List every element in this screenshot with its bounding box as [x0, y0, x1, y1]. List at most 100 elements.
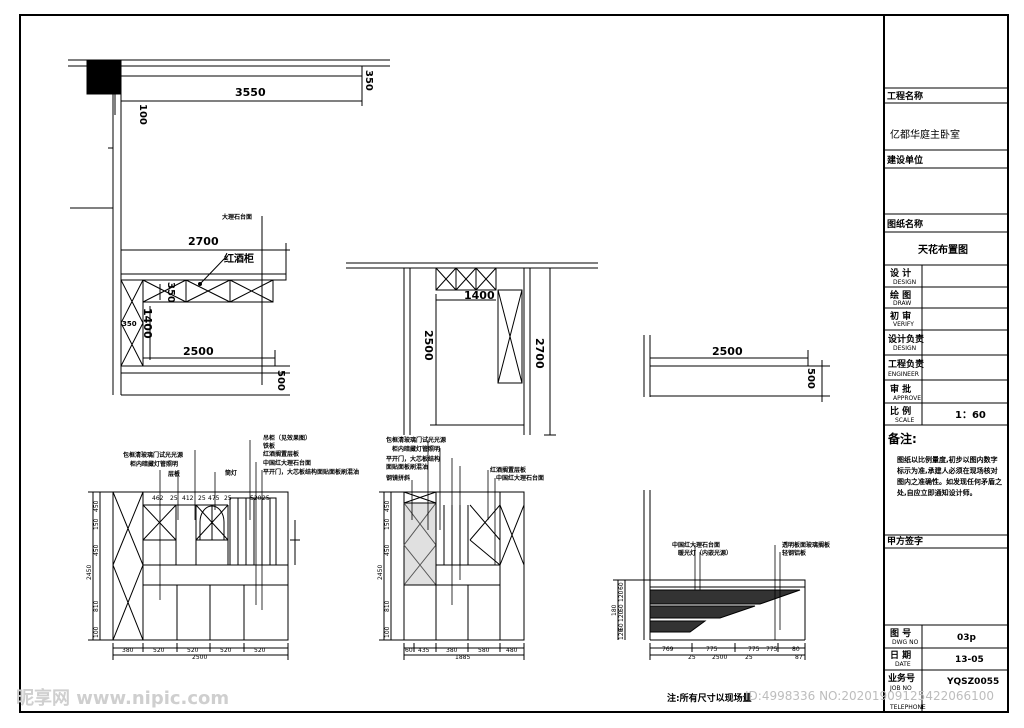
- elev-mid-side-dim-2: 450: [384, 544, 391, 556]
- elevation-middle-bottom-dims: 60 435 380 580 480 1885: [405, 647, 518, 661]
- elev-left-note-r2: 红酒搁置层板: [263, 450, 300, 458]
- elev-right-side-dim-4: 120: [618, 610, 625, 622]
- project-name-value: 亿都华庭主卧室: [890, 128, 960, 141]
- elev-mid-side-dim-5: 100: [384, 626, 391, 638]
- footer-note: 注:所有尺寸以现场量: [667, 694, 752, 704]
- elev-mid-bottom-dim-1: 435: [418, 647, 430, 654]
- elev-right-note-0: 中国红大理石台面: [672, 541, 720, 549]
- role-design-en: DESIGN: [893, 279, 916, 286]
- elev-left-note-1: 柜内暗藏灯管照明: [129, 460, 178, 468]
- elev-left-top-dim-3: 25: [198, 495, 206, 502]
- elev-left-side-dim-1: 150: [93, 518, 100, 530]
- elev-left-side-dim-4: 810: [93, 600, 100, 612]
- elevation-right: [613, 490, 806, 660]
- elev-mid-bottom-dim-0: 60: [405, 647, 413, 654]
- elev-right-note-3: 轻钢铝板: [782, 549, 807, 557]
- plan-middle: [346, 262, 598, 436]
- plan-mid-dim-2700: 2700: [533, 338, 546, 369]
- scale-label-cn: 比 例: [890, 405, 911, 417]
- elev-mid-side-dim-0: 450: [384, 500, 391, 512]
- elevation-right-notes: 中国红大理石台面 暖光灯（内嵌光源） 透明板面玻璃搁板 轻钢铝板: [672, 541, 831, 557]
- elev-left-top-dim-4: 475: [208, 495, 220, 502]
- watermark-right: ID:4998336 NO:20201909125422066100: [745, 689, 995, 703]
- elevation-middle-side-dims: 450 150 450 2450 810 100: [377, 500, 391, 638]
- elev-right-side-dim-5: 60: [618, 623, 625, 631]
- elevation-left-leaders: [159, 440, 263, 610]
- drawing-name-value: 天花布置图: [918, 243, 968, 256]
- elev-left-top-dim-5: 25: [224, 495, 232, 502]
- plan-top-dim-350-side: 350: [122, 320, 137, 328]
- role-engineer-cn: 工程负责: [888, 358, 924, 370]
- elevation-left-notes-right: 吊柜（见效果图） 铁板 红酒搁置层板 中国红大理石台面 平开门，大芯板结构面贴面…: [263, 434, 359, 476]
- elev-mid-side-dim-1: 150: [384, 518, 391, 530]
- elev-left-top-dim-7: 25: [262, 495, 270, 502]
- elev-mid-note-3: 面贴面板刷混油: [386, 463, 428, 471]
- role-design-cn: 设 计: [890, 267, 911, 279]
- role-draw-cn: 绘 图: [890, 289, 911, 301]
- project-name-label: 工程名称: [887, 90, 923, 102]
- elev-right-side-dim-0: 180: [611, 604, 618, 616]
- elev-right-side-dim-3: 60: [618, 604, 625, 612]
- plan-right: [643, 335, 830, 402]
- date-en: DATE: [895, 661, 911, 668]
- sheet-border: [19, 14, 1009, 713]
- elev-left-note-0: 包框清玻璃门试光光源: [123, 451, 183, 459]
- elev-right-bottom-dim-3: 775: [766, 646, 778, 653]
- elevation-middle-leaders: [411, 440, 496, 605]
- elev-left-note-r1: 铁板: [263, 442, 276, 450]
- elev-right-sub-dim-3: 87: [795, 654, 803, 661]
- title-block: [884, 87, 1008, 712]
- dwg-no-value: 03p: [957, 633, 977, 643]
- plan-top-dim-350: 350: [363, 70, 374, 91]
- elevation-left-bottom-dims: 380 520 520 520 520 2500: [122, 647, 266, 661]
- job-no-value: YQSZ0055: [946, 677, 999, 687]
- elev-left-bottom-dim-3: 520: [220, 647, 232, 654]
- elev-right-sub-dim-1: 2500: [712, 654, 727, 661]
- elev-right-sub-dim-2: 25: [745, 654, 753, 661]
- job-no-cn: 业务号: [888, 672, 915, 684]
- scale-label-en: SCALE: [895, 417, 914, 424]
- plan-top-dim-2700: 2700: [188, 235, 219, 248]
- label-wine-cabinet: 红酒柜: [224, 252, 254, 265]
- plan-mid-dim-2500: 2500: [422, 330, 435, 361]
- elev-left-side-dim-5: 100: [93, 626, 100, 638]
- elev-left-note-2: 层板: [168, 470, 181, 478]
- remarks-box: 图纸以比例量度,初步以图内数字标示为准,承建人必须在现场核对图内之准确性。如发现…: [897, 456, 1002, 497]
- elev-mid-note-r1: 中国红大理石台面: [496, 474, 544, 482]
- plan-top-left: [68, 59, 390, 396]
- elevation-right-side-dims: 180 60 120 60 120 60 120: [611, 582, 625, 640]
- plan-right-dim-2500: 2500: [712, 345, 743, 358]
- scale-value: 1：60: [955, 410, 986, 421]
- role-draw-en: DRAW: [893, 300, 911, 307]
- date-cn: 日 期: [890, 649, 911, 661]
- role-approve-en: APPROVE: [893, 395, 921, 402]
- elev-left-total-dim: 2500: [192, 654, 207, 661]
- elev-left-bottom-dim-1: 520: [153, 647, 165, 654]
- elev-left-bottom-dim-2: 520: [187, 647, 199, 654]
- elevation-right-leaders: [694, 545, 781, 640]
- elev-right-bottom-dim-1: 775: [706, 646, 718, 653]
- client-label: 建设单位: [887, 154, 923, 166]
- elev-left-top-dim-6: 520: [250, 495, 262, 502]
- plan-top-dim-500: 500: [275, 370, 286, 391]
- dwg-no-cn: 图 号: [890, 628, 911, 639]
- role-rows: 设 计 DESIGN 绘 图 DRAW 初 审 VERIFY 设计负责 DESI…: [888, 267, 924, 402]
- wine-cabinet-leader: [199, 257, 226, 285]
- elev-mid-note-1: 柜内暗藏灯管照明: [391, 445, 440, 453]
- elevation-left: [88, 491, 300, 660]
- elev-mid-bottom-dim-2: 380: [446, 647, 458, 654]
- drawing-name-label: 图纸名称: [887, 218, 923, 230]
- elevation-middle-notes-right: 红酒搁置层板 中国红大理石台面: [490, 466, 544, 482]
- elev-mid-note-4: 钢镜拼斜: [386, 474, 410, 482]
- elevation-middle: [379, 491, 525, 660]
- elev-left-note-r3: 中国红大理石台面: [263, 459, 311, 467]
- dwg-no-en: DWG NO: [892, 639, 919, 646]
- remarks-text: 图纸以比例量度,初步以图内数字标示为准,承建人必须在现场核对图内之准确性。如发现…: [897, 456, 1002, 497]
- label-lamp: 筒灯: [225, 469, 237, 477]
- elev-left-bottom-dim-4: 520: [254, 647, 266, 654]
- elev-right-bottom-dim-0: 769: [662, 646, 674, 653]
- role-engineer-en: ENGINEER: [888, 371, 919, 378]
- elev-right-note-1: 暖光灯（内嵌光源）: [678, 549, 732, 557]
- elevation-right-bottom-dims: 769 775 775 775 80 25 2500 25 87: [662, 646, 803, 661]
